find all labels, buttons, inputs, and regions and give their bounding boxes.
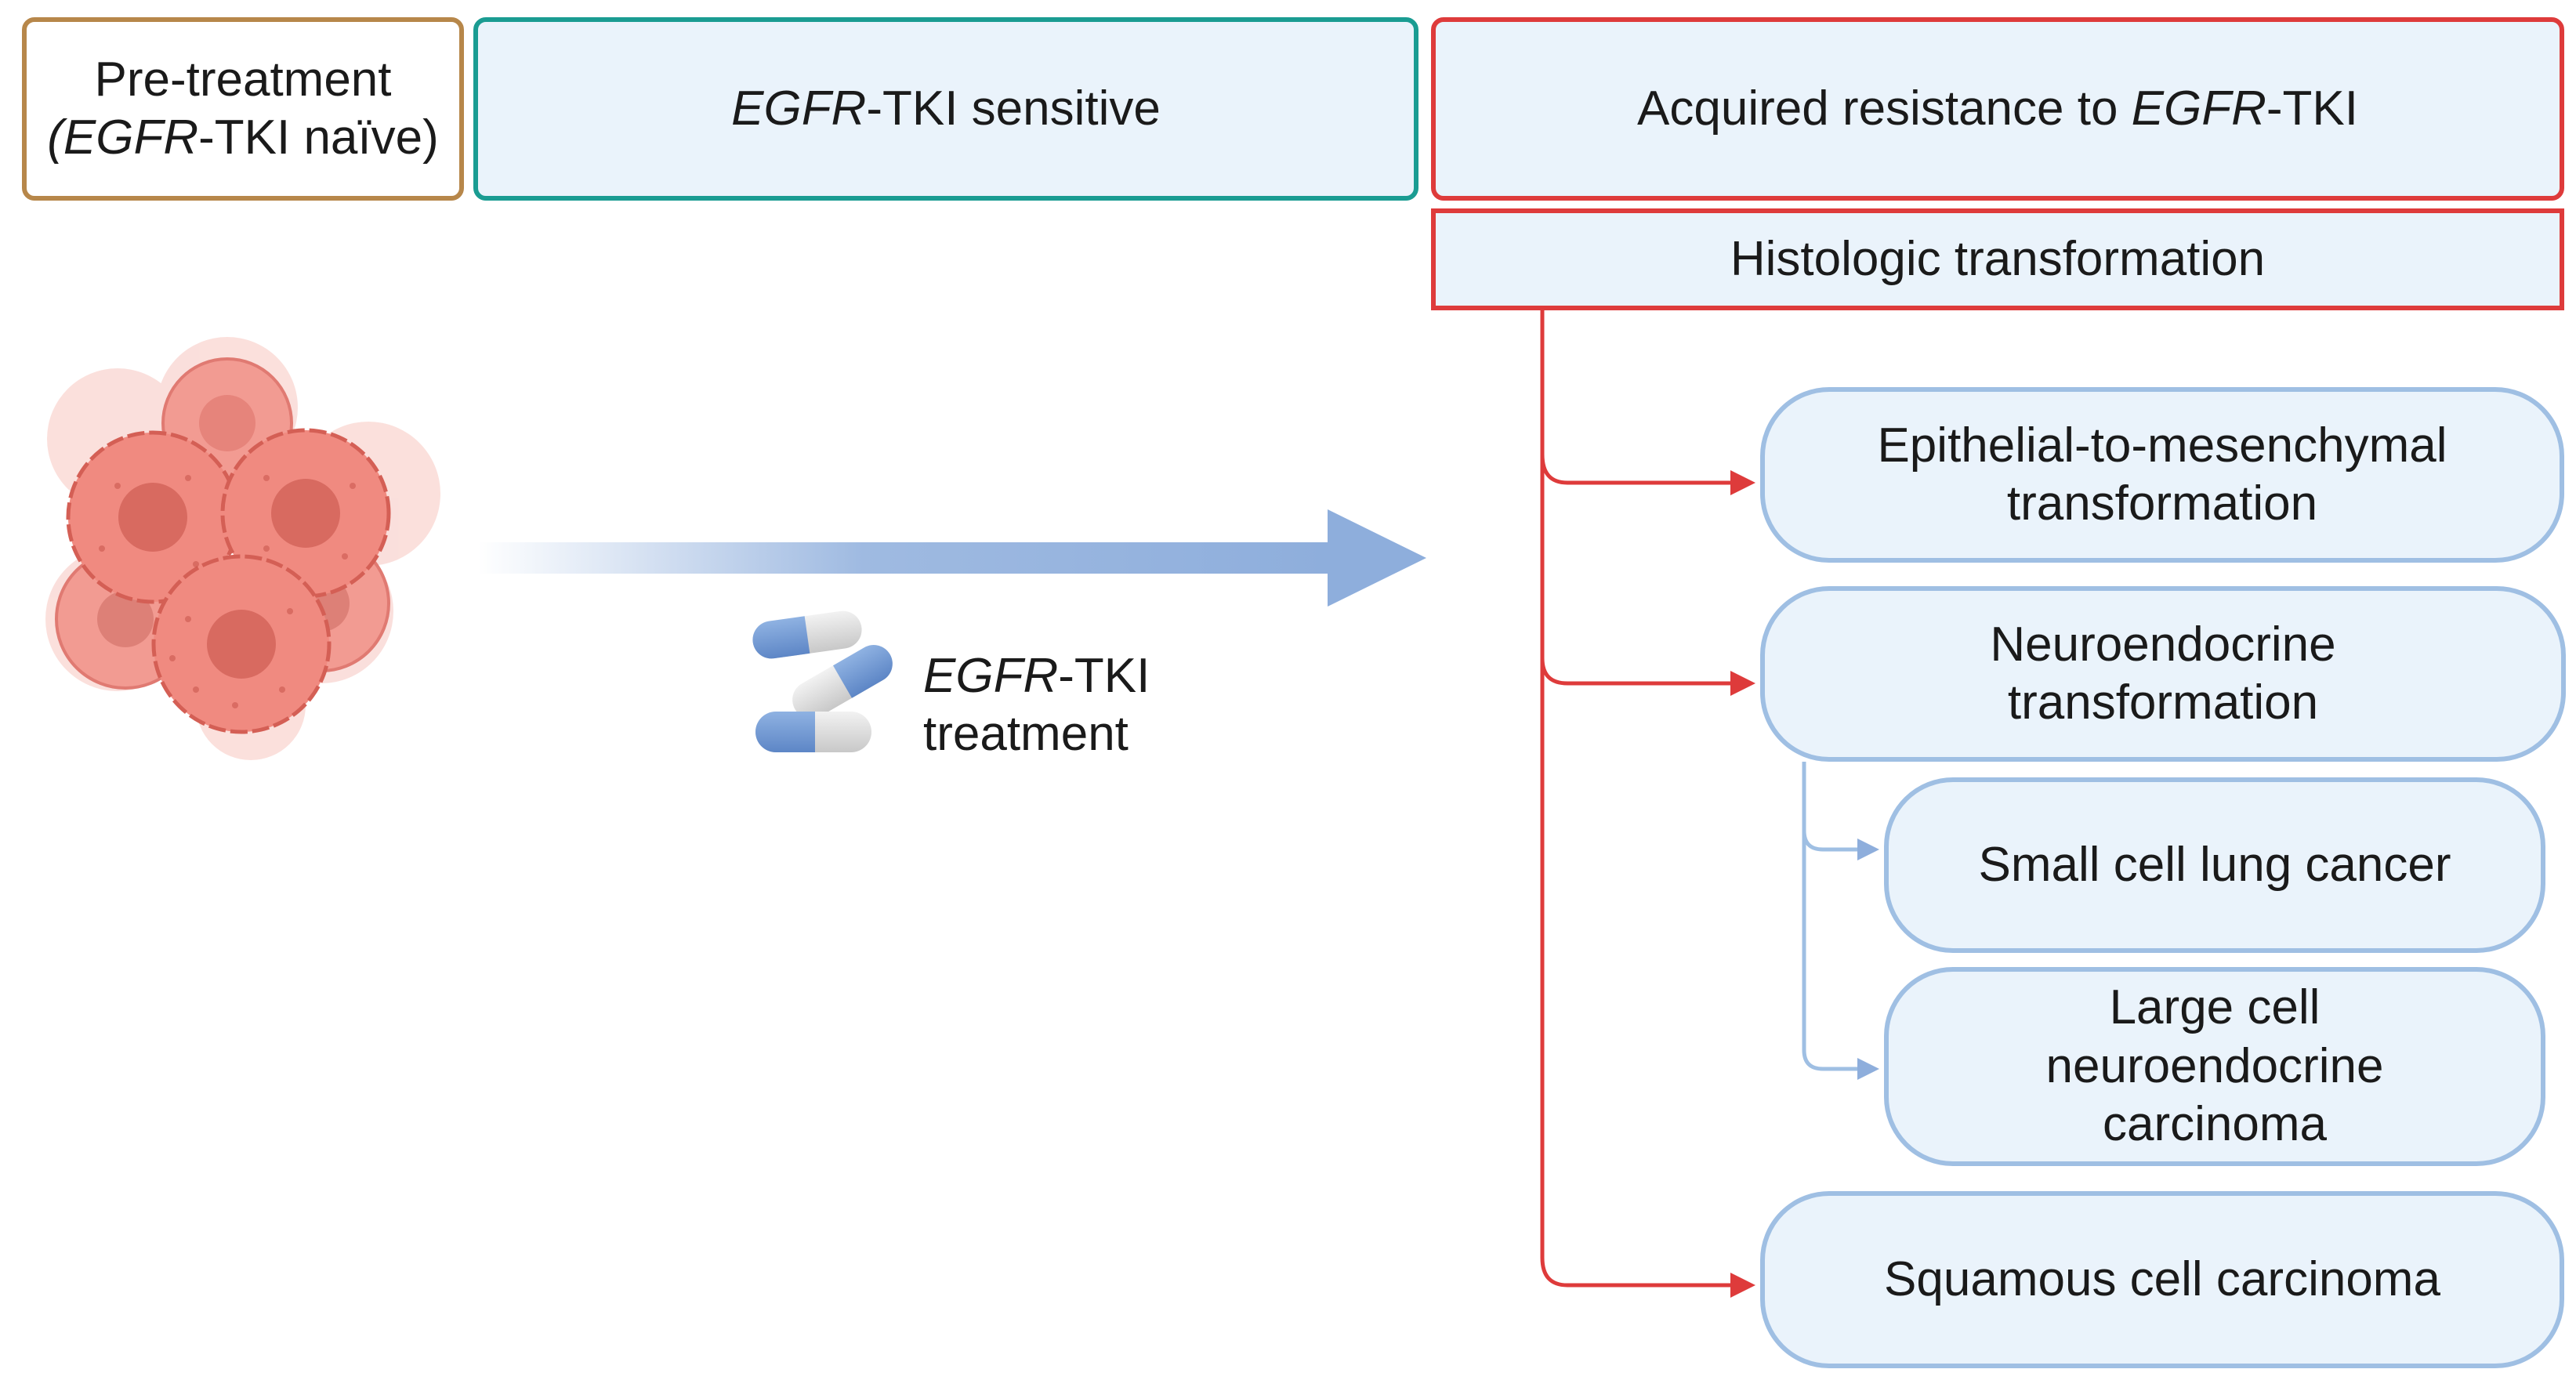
- resistance-arrowheads: [1730, 470, 1755, 1298]
- lcnec-line2: neuroendocrine: [2045, 1038, 2384, 1093]
- neuroendocrine-box: Neuroendocrine transformation: [1760, 586, 2566, 762]
- tki-sensitive-header: EGFR-TKI sensitive: [473, 17, 1418, 201]
- treatment-label: EGFR-TKI treatment: [923, 647, 1150, 764]
- sclc-label: Small cell lung cancer: [1978, 837, 2451, 892]
- neuro-line2: transformation: [2007, 676, 2319, 730]
- emt-line2: transformation: [2006, 476, 2318, 531]
- neuroendocrine-arrowheads: [1857, 839, 1879, 1080]
- neuro-line1: Neuroendocrine: [1990, 617, 2336, 672]
- treatment-suffix: -TKI: [1058, 649, 1150, 703]
- sensitive-suffix: -TKI sensitive: [866, 81, 1161, 136]
- pre-treatment-line1: Pre-treatment: [94, 52, 392, 107]
- treatment-line2: treatment: [923, 707, 1129, 762]
- pill-capsule-icon: [752, 610, 893, 752]
- pre-treatment-header: Pre-treatment (EGFR-TKI naïve): [22, 17, 464, 201]
- pre-treatment-suffix: -TKI naïve): [198, 110, 439, 165]
- neuroendocrine-connectors: [1802, 762, 1859, 1071]
- squamous-cell-carcinoma-box: Squamous cell carcinoma: [1760, 1191, 2564, 1368]
- scc-label: Squamous cell carcinoma: [1884, 1251, 2440, 1306]
- small-cell-lung-cancer-box: Small cell lung cancer: [1884, 777, 2545, 953]
- lcnec-line1: Large cell: [2109, 980, 2321, 1035]
- emt-box: Epithelial-to-mesenchymal transformation: [1760, 387, 2564, 563]
- acquired-suffix: -TKI: [2266, 81, 2358, 136]
- acquired-resistance-header: Acquired resistance to EGFR-TKI: [1431, 17, 2564, 201]
- pre-treatment-gene: EGFR: [63, 110, 199, 165]
- acquired-prefix: Acquired resistance to: [1637, 81, 2132, 136]
- sensitive-gene: EGFR: [731, 81, 867, 136]
- histologic-label: Histologic transformation: [1730, 231, 2266, 286]
- treatment-gene: EGFR: [923, 649, 1059, 703]
- tumor-cells-icon: [45, 337, 440, 760]
- lcnec-line3: carcinoma: [2102, 1097, 2327, 1152]
- treatment-progress-arrow: [478, 509, 1426, 607]
- pre-treatment-paren: (: [47, 110, 63, 165]
- resistance-connectors: [1540, 310, 1734, 1288]
- large-cell-neuroendocrine-box: Large cell neuroendocrine carcinoma: [1884, 967, 2545, 1166]
- emt-line1: Epithelial-to-mesenchymal: [1877, 418, 2447, 473]
- histologic-transformation-header: Histologic transformation: [1431, 208, 2564, 310]
- acquired-gene: EGFR: [2131, 81, 2266, 136]
